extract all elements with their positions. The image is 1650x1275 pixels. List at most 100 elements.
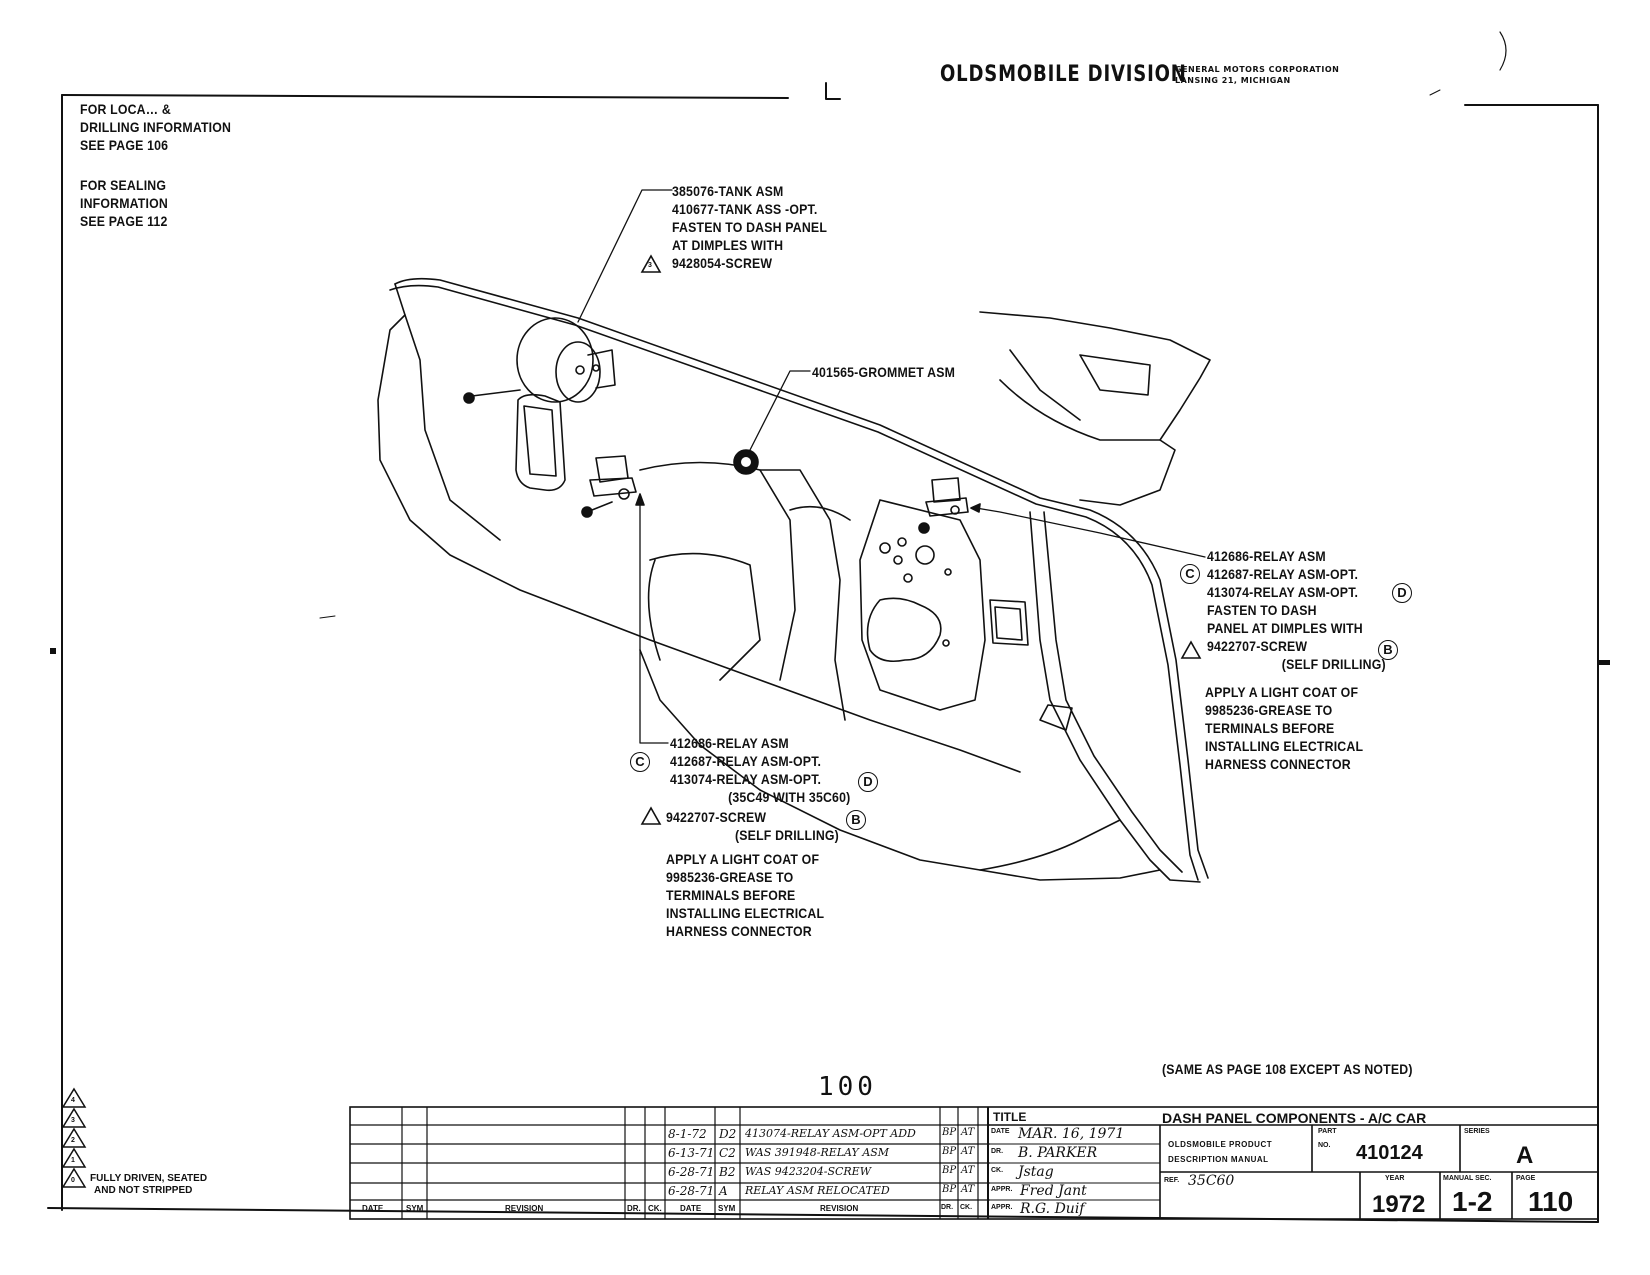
rev-row-sym: B2	[719, 1165, 736, 1179]
relay-right-line: FASTEN TO DASH	[1207, 602, 1317, 618]
series-label: SERIES	[1464, 1128, 1490, 1135]
symbol-d-icon: D	[1392, 583, 1412, 603]
screw-triangle-icon	[640, 254, 662, 273]
rev-row-ck: AT	[961, 1184, 975, 1195]
symbol-c-icon: C	[630, 752, 650, 772]
ref-label: REF.	[1164, 1177, 1180, 1184]
tank-callout-line: AT DIMPLES WITH	[672, 237, 784, 253]
relay-right-apply-line: 9985236-GREASE TO	[1205, 702, 1333, 718]
rev-row-text: RELAY ASM RELOCATED	[745, 1184, 890, 1197]
relay-left-apply-line: INSTALLING ELECTRICAL	[666, 905, 825, 921]
tank-callout-line: 410677-TANK ASS -OPT.	[672, 201, 818, 217]
manual-sec-label: MANUAL SEC.	[1443, 1175, 1492, 1182]
rev-left-sym-header: SYM	[406, 1204, 424, 1213]
appr-label: APPR.	[991, 1204, 1013, 1211]
ck-value: Jstag	[1018, 1164, 1054, 1180]
date-label: DATE	[991, 1128, 1010, 1135]
rev-row-dr: BP	[942, 1146, 957, 1157]
tank-callout-line: FASTEN TO DASH PANEL	[672, 219, 828, 235]
grommet-callout: 401565-GROMMET ASM	[812, 364, 956, 380]
legend-triangle-number: 3	[71, 1117, 75, 1124]
title-label: TITLE	[993, 1110, 1027, 1124]
relay-left-apply-line: APPLY A LIGHT COAT OF	[666, 851, 820, 867]
relay-left-self-drilling: (SELF DRILLING)	[735, 827, 839, 843]
rev-left-date-header: DATE	[362, 1204, 384, 1213]
tank-callout-line: 385076-TANK ASM	[672, 183, 784, 199]
relay-right-line: 412687-RELAY ASM-OPT.	[1207, 566, 1359, 582]
location-note-line: SEE PAGE 106	[80, 137, 169, 153]
part-no-label: NO.	[1318, 1142, 1331, 1149]
frame-top-left-rule	[61, 94, 789, 99]
dr-label: DR.	[991, 1148, 1004, 1155]
relay-right-line: 9422707-SCREW	[1207, 638, 1308, 654]
legend-triangle-number: 2	[71, 1137, 75, 1144]
ck-label: CK.	[991, 1167, 1004, 1174]
corp-name: GENERAL MOTORS CORPORATION	[1175, 65, 1340, 74]
screw-triangle-number: 3	[648, 262, 652, 269]
rev-row-sym: C2	[719, 1146, 736, 1160]
manual-name-line2: DESCRIPTION MANUAL	[1168, 1155, 1269, 1164]
manual-sec-value: 1-2	[1452, 1186, 1493, 1217]
rev-right-sym-header: SYM	[718, 1204, 736, 1213]
relay-right-line: 412686-RELAY ASM	[1207, 548, 1326, 564]
legend-triangle-number: 0	[71, 1177, 75, 1184]
relay-right-apply-line: INSTALLING ELECTRICAL	[1205, 738, 1364, 754]
legend-triangle-number: 1	[71, 1157, 75, 1164]
rev-row-text: WAS 9423204-SCREW	[745, 1165, 872, 1178]
relay-right-line: PANEL AT DIMPLES WITH	[1207, 620, 1363, 636]
relay-left-apply-line: 9985236-GREASE TO	[666, 869, 794, 885]
rev-row-ck: AT	[961, 1165, 975, 1176]
rev-row-ck: AT	[961, 1127, 975, 1138]
legend-note-line: FULLY DRIVEN, SEATED	[90, 1173, 208, 1184]
date-value: MAR. 16, 1971	[1018, 1126, 1125, 1142]
relay-left-line: 412686-RELAY ASM	[670, 735, 789, 751]
ref-value: 35C60	[1188, 1173, 1235, 1189]
same-as-note: (SAME AS PAGE 108 EXCEPT AS NOTED)	[1162, 1061, 1413, 1077]
relay-right-apply-line: APPLY A LIGHT COAT OF	[1205, 684, 1359, 700]
rev-left-dr-header: DR.	[627, 1204, 641, 1213]
relay-left-line: (35C49 WITH 35C60)	[728, 789, 851, 805]
rev-row-sym: D2	[719, 1127, 737, 1141]
year-label: YEAR	[1385, 1175, 1405, 1182]
drawing-title: DASH PANEL COMPONENTS - A/C CAR	[1162, 1110, 1427, 1126]
legend-triangle-number: 4	[71, 1097, 75, 1104]
relay-right-apply-line: HARNESS CONNECTOR	[1205, 756, 1351, 772]
legend-triangles	[61, 1087, 87, 1188]
tank-callout: 385076-TANK ASM 410677-TANK ASS -OPT. FA…	[672, 182, 827, 272]
legend-note: FULLY DRIVEN, SEATED AND NOT STRIPPED	[90, 1173, 207, 1197]
relay-left-line: 412687-RELAY ASM-OPT.	[670, 753, 822, 769]
symbol-b-icon: B	[1378, 640, 1398, 660]
relay-left-callout: 412686-RELAY ASM 412687-RELAY ASM-OPT. 4…	[670, 734, 850, 806]
manual-name-line1: OLDSMOBILE PRODUCT	[1168, 1140, 1273, 1149]
rev-row-ck: AT	[961, 1146, 975, 1157]
location-note: FOR LOCA… & DRILLING INFORMATION SEE PAG…	[80, 100, 231, 154]
screw-triangle-icon	[640, 806, 662, 825]
rev-right-ck-header: CK.	[960, 1204, 973, 1211]
relay-right-apply-line: TERMINALS BEFORE	[1205, 720, 1335, 736]
rev-row-dr: BP	[942, 1184, 957, 1195]
rev-right-date-header: DATE	[680, 1204, 702, 1213]
relay-right-line: (SELF DRILLING)	[1281, 656, 1386, 672]
rev-row-text: WAS 391948-RELAY ASM	[745, 1146, 890, 1159]
series-value: A	[1516, 1142, 1534, 1169]
rev-row-date: 6-28-71	[668, 1165, 715, 1179]
symbol-d-icon: D	[858, 772, 878, 792]
sealing-note-line: SEE PAGE 112	[80, 213, 168, 229]
appr-value: Fred Jant	[1020, 1183, 1087, 1199]
appr-value: R.G. Duif	[1020, 1201, 1085, 1217]
appr-label: APPR.	[991, 1186, 1013, 1193]
relay-left-apply-line: HARNESS CONNECTOR	[666, 923, 812, 939]
rev-row-text: 413074-RELAY ASM-OPT ADD	[745, 1127, 916, 1140]
page-number: 110	[1528, 1186, 1574, 1217]
location-note-line: DRILLING INFORMATION	[80, 119, 232, 135]
rev-left-ck-header: CK.	[648, 1204, 662, 1213]
relay-left-apply-note: APPLY A LIGHT COAT OF 9985236-GREASE TO …	[666, 850, 824, 940]
tank-callout-line: 9428054-SCREW	[672, 255, 773, 271]
rev-right-revision-header: REVISION	[820, 1204, 859, 1213]
relay-right-line: 413074-RELAY ASM-OPT.	[1207, 584, 1359, 600]
symbol-b-icon: B	[846, 810, 866, 830]
rev-row-dr: BP	[942, 1127, 957, 1138]
page-stamp: 100	[818, 1072, 877, 1102]
rev-row-date: 8-1-72	[668, 1127, 707, 1141]
